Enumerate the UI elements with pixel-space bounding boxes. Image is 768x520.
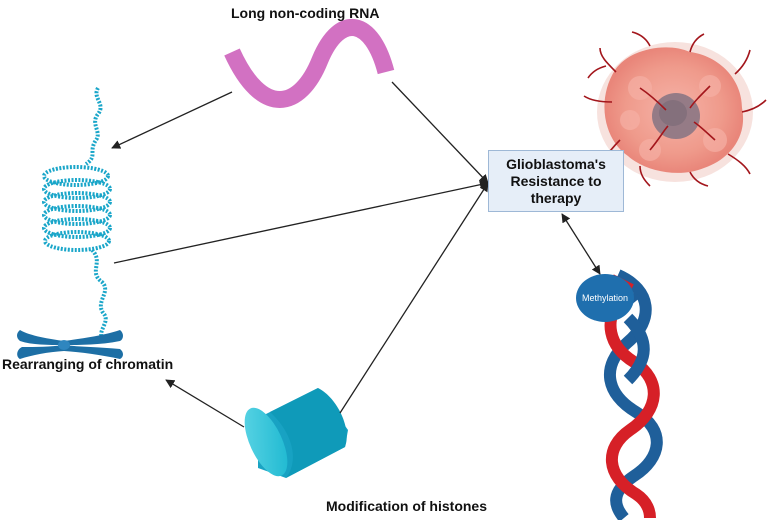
arrow-methylation-resistance	[561, 213, 601, 275]
methylation-label: Methylation	[581, 293, 629, 303]
resistance-box: Glioblastoma's Resistance to therapy	[488, 150, 624, 212]
lncrna-label: Long non-coding RNA	[231, 5, 380, 21]
lncrna-strand-icon	[224, 19, 395, 108]
arrow-chromatin-to-resistance	[113, 180, 489, 264]
histones-label: Modification of histones	[326, 498, 487, 514]
arrow-lncrna-to-resistance	[391, 81, 489, 184]
chromatin-label: Rearranging of chromatin	[2, 356, 174, 372]
arrow-histone-to-chromatin-label	[165, 379, 245, 428]
chromosome-icon	[17, 330, 123, 359]
arrow-histone-to-resistance	[339, 182, 489, 414]
arrows	[111, 81, 601, 428]
histone-cylinder-icon	[244, 388, 348, 478]
chromatin-fiber-icon	[42, 86, 112, 339]
tumor-cell-icon	[583, 31, 767, 187]
resistance-text: Glioblastoma's Resistance to therapy	[506, 155, 606, 206]
arrow-lncrna-to-chromatin	[111, 91, 233, 149]
methylation-marker-icon	[576, 274, 642, 322]
